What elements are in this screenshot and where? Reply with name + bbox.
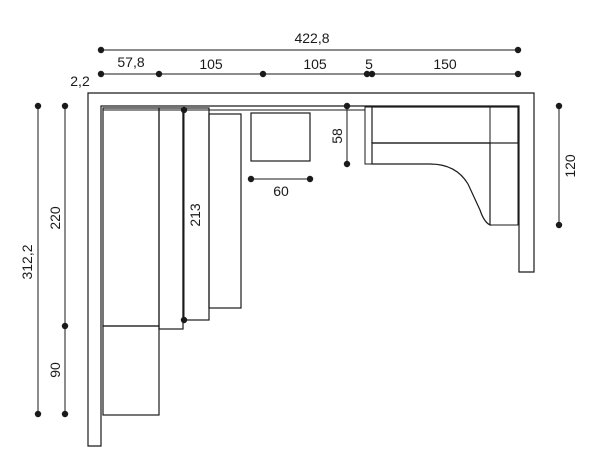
dim-point — [514, 70, 522, 78]
pillar — [364, 106, 373, 165]
upper-height-label: 220 — [47, 206, 63, 230]
segment-1-label: 57,8 — [117, 54, 144, 70]
armrest — [489, 106, 519, 226]
right-return-label: 120 — [562, 154, 578, 178]
tall-cabinet-upper — [102, 107, 160, 327]
dim-point — [555, 221, 563, 229]
outer-wall — [87, 92, 535, 447]
wall-thickness-label: 2,2 — [70, 73, 90, 89]
right-unit — [371, 106, 519, 226]
dim-point — [61, 102, 69, 110]
overall-width-label: 422,8 — [294, 30, 329, 46]
segment-3-label: 105 — [303, 56, 327, 72]
dim-point — [180, 106, 188, 114]
segment-2-label: 105 — [199, 56, 223, 72]
dim-point — [343, 102, 351, 110]
dim-point — [61, 410, 69, 418]
dim-point — [306, 175, 314, 183]
window-box — [250, 112, 311, 162]
segment-4-label: 5 — [365, 56, 373, 72]
right-dimensions: 120 — [555, 102, 578, 229]
back-panel — [371, 106, 519, 144]
dim-point — [368, 70, 376, 78]
left-dimensions: 312,2 220 90 — [19, 102, 69, 418]
top-dimensions: 422,8 57,8 105 105 5 150 2,2 — [70, 30, 522, 89]
left-cabinets — [102, 107, 242, 416]
cabinet-2 — [158, 107, 184, 330]
dim-point — [97, 70, 105, 78]
curved-seat — [371, 142, 491, 226]
dim-point — [61, 322, 69, 330]
interior-dimensions: 213 58 60 — [180, 102, 351, 324]
dim-point — [180, 316, 188, 324]
sill-depth-label: 58 — [329, 128, 345, 144]
cabinet-4 — [208, 113, 242, 309]
dim-point — [155, 70, 163, 78]
dim-point — [34, 102, 42, 110]
dim-point — [555, 102, 563, 110]
segment-5-label: 150 — [433, 56, 457, 72]
window-width-label: 60 — [273, 183, 289, 199]
dim-point — [34, 410, 42, 418]
dim-point — [247, 175, 255, 183]
tall-unit-height-label: 213 — [187, 203, 203, 227]
dim-point — [363, 70, 371, 78]
lower-height-label: 90 — [47, 362, 63, 378]
room-walls — [87, 92, 535, 447]
dim-point — [514, 46, 522, 54]
dim-point — [259, 70, 267, 78]
tall-cabinet-lower — [102, 325, 160, 416]
overall-height-label: 312,2 — [19, 244, 35, 279]
dim-point — [343, 160, 351, 168]
dim-point — [97, 46, 105, 54]
